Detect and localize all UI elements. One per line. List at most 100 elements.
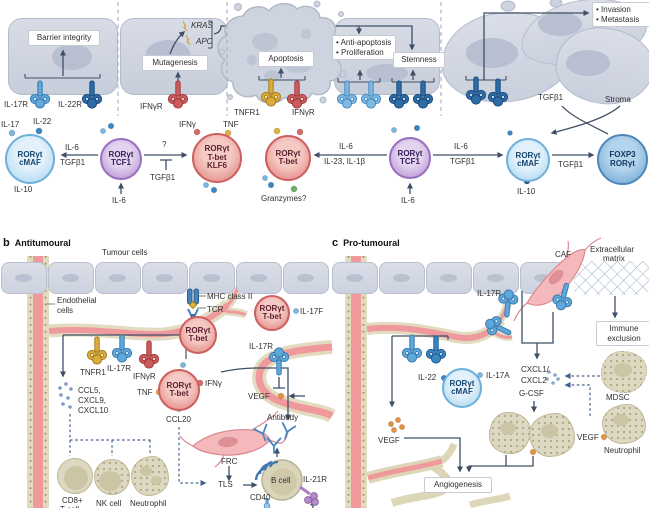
nucleus xyxy=(566,50,610,76)
b-cell-label: B cell xyxy=(271,476,291,485)
il17a-label: IL-17A xyxy=(486,371,510,380)
ecm-label: Extracellular xyxy=(590,245,635,254)
cytokine-receptor-icon xyxy=(360,80,382,109)
bcr-ruffle-icon xyxy=(254,460,279,481)
il17r-receptor-icon xyxy=(481,312,516,343)
tumour-cell xyxy=(1,262,47,294)
cd8-t-cell-nucleus xyxy=(64,466,88,490)
tgfb1-label: TGFβ1 xyxy=(538,93,564,102)
cytokine-receptor-icon xyxy=(412,80,434,109)
il17r-label: IL-17R xyxy=(4,100,29,109)
il22-label: IL-22 xyxy=(33,117,52,126)
tumour-cell xyxy=(379,262,425,294)
nucleus xyxy=(366,64,408,82)
neutrophil-label: Neutrophil xyxy=(130,499,167,508)
il6-label: IL-6 xyxy=(65,143,79,152)
ifngr-label: IFNγR xyxy=(140,102,163,111)
tgfb1-label: TGFβ1 xyxy=(558,160,584,169)
angiogenesis-box: Angiogenesis xyxy=(424,477,492,493)
il6-label: IL-6 xyxy=(454,142,468,151)
mutagenesis-box: Mutagenesis xyxy=(142,55,208,71)
gcsf-label: G-CSF xyxy=(519,389,544,398)
il21r-receptor-icon xyxy=(299,485,319,506)
tcr-label: TCR xyxy=(207,305,224,314)
tgfb1-label: TGFβ1 xyxy=(60,158,86,167)
il22r-receptor-icon xyxy=(81,80,103,109)
cxcl1-label: CXCL1/ xyxy=(521,365,550,374)
panel-b-dashed-arrows xyxy=(69,414,207,486)
panel-c-arrows xyxy=(389,291,618,473)
tnfr1-receptor-icon xyxy=(86,336,108,365)
cytokine-receptor-icon xyxy=(388,80,410,109)
il21r-label: IL-21R xyxy=(303,475,328,484)
tcr-icon xyxy=(187,308,199,316)
tnf-label: TNF xyxy=(223,120,239,129)
antibody-label: Antibody xyxy=(267,413,299,422)
il6-label: IL-6 xyxy=(339,142,353,151)
nucleus xyxy=(52,44,92,70)
il6-label: IL-6 xyxy=(401,196,415,205)
il17r-label: IL-17R xyxy=(249,342,274,351)
blood-vessel-c xyxy=(345,256,367,508)
cxcl10-label: CXCL10 xyxy=(78,406,109,415)
il10-label: IL-10 xyxy=(517,187,536,196)
tumour-cell xyxy=(236,262,282,294)
tumour-cell xyxy=(142,262,188,294)
il17r-label: IL-17R xyxy=(477,289,502,298)
il22-label: IL-22 xyxy=(418,373,437,382)
cd40-label: CD40 xyxy=(250,493,271,502)
oncogene-output-arrows xyxy=(208,20,415,51)
tgfb1-label: TGFβ1 xyxy=(450,157,476,166)
barrier-integrity-box: Barrier integrity xyxy=(28,30,100,46)
il22r-receptor-icon xyxy=(401,334,423,363)
cd8-label: CD8+ xyxy=(62,496,83,505)
cytokine-receptor-icon xyxy=(487,78,509,107)
cxcl9-label: CXCL9, xyxy=(78,396,107,405)
question-label: ? xyxy=(162,140,167,149)
apoptosis-box: Apoptosis xyxy=(258,51,314,67)
ifngr-label: IFNγR xyxy=(133,372,156,381)
tumour-cell xyxy=(48,262,94,294)
panel-a-separators xyxy=(117,2,442,116)
panel-c-dashed-arrows xyxy=(564,373,600,416)
ifngr-label: IFNγR xyxy=(292,108,315,117)
caf-label: CAF xyxy=(555,250,571,259)
ccl20-label: CCL20 xyxy=(166,415,191,424)
ifng-label: IFNγ xyxy=(179,120,196,129)
extracellular-matrix-mesh xyxy=(574,261,649,295)
vessel-b-right xyxy=(252,340,336,423)
mdsc-label: MDSC xyxy=(606,393,630,402)
kras-label: KRAS xyxy=(191,21,213,30)
il17r-receptor-icon xyxy=(268,347,290,376)
mutation-bolt-icon xyxy=(182,20,188,32)
stroma-label: Stroma xyxy=(605,95,631,104)
cd8-label-2: T cell xyxy=(60,505,79,508)
il17r-receptor-icon xyxy=(111,334,133,363)
tnfr1-label: TNFR1 xyxy=(80,368,106,377)
cytokine-receptor-icon xyxy=(465,76,487,105)
il22r-label: IL-22R xyxy=(58,100,83,109)
tumour-cell xyxy=(283,262,329,294)
tumour-cell xyxy=(473,262,519,294)
neutrophil-label: Neutrophil xyxy=(604,446,641,455)
nucleus xyxy=(466,38,518,68)
nk-cell-label: NK cell xyxy=(96,499,122,508)
stemness-box: Stemness xyxy=(393,52,445,68)
ecm-label-2: matrix xyxy=(603,254,625,263)
il22r-receptor-icon xyxy=(425,335,447,364)
granzymes-label: Granzymes? xyxy=(261,194,307,203)
mhc-label: MHC class II xyxy=(207,292,253,301)
tls-label: TLS xyxy=(218,480,233,489)
nk-cell-nucleus xyxy=(99,471,121,491)
panel-a-arrows xyxy=(24,10,621,194)
